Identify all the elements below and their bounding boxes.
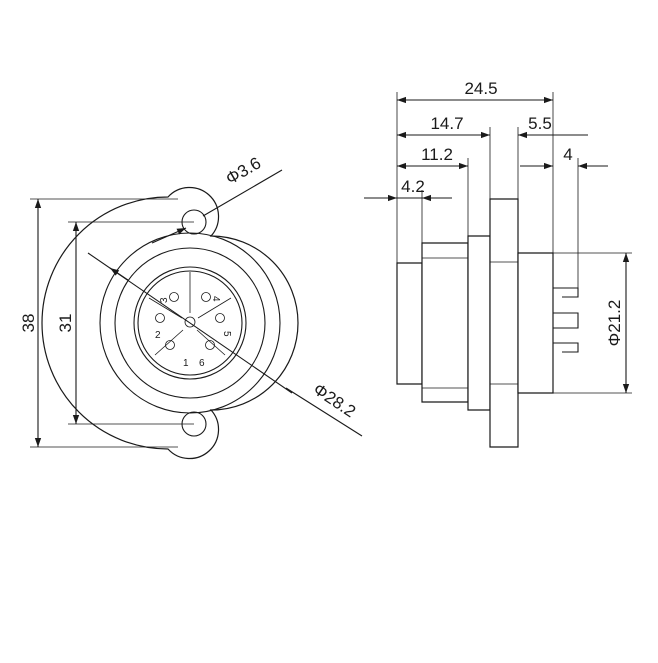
side-rear-body xyxy=(517,252,554,394)
dim-24-5-label: 24.5 xyxy=(464,79,497,98)
pin-label-6: 6 xyxy=(199,358,205,369)
dim-5-5: 5.5 xyxy=(466,114,588,139)
dim-14-7-label: 14.7 xyxy=(430,114,463,133)
side-extension-lines xyxy=(396,92,632,394)
pin-label-2: 2 xyxy=(155,330,161,341)
front-view: 1 2 3 4 5 6 38 31 Φ3.6 xyxy=(19,153,363,460)
dim-11-2: 11.2 xyxy=(397,145,468,170)
side-flange-step xyxy=(467,235,491,411)
dim-5-5-label: 5.5 xyxy=(528,114,552,133)
dim-rear-diameter: Φ21.2 xyxy=(605,253,630,393)
dim-4-label: 4 xyxy=(563,145,572,164)
center-pin xyxy=(184,316,196,328)
dim-24-5: 24.5 xyxy=(397,79,553,104)
side-view: 24.5 14.7 5.5 11.2 4 4.2 xyxy=(364,79,632,448)
pin-label-5: 5 xyxy=(221,331,232,337)
dim-38: 38 xyxy=(19,198,178,448)
dim-31: 31 xyxy=(56,221,194,425)
dim-4: 4 xyxy=(520,145,608,170)
dim-14-7: 14.7 xyxy=(397,114,490,139)
side-front-body xyxy=(396,262,423,385)
body-ring xyxy=(114,247,266,399)
pin-contacts xyxy=(155,292,225,350)
dim-11-2-label: 11.2 xyxy=(421,145,453,164)
body-outer-ring xyxy=(99,232,281,414)
dim-body-diameter-label: Φ28.2 xyxy=(310,380,359,422)
dim-4-2-label: 4.2 xyxy=(401,177,425,196)
dim-31-label: 31 xyxy=(56,314,75,333)
front-flange xyxy=(41,186,299,460)
pin-label-4: 4 xyxy=(210,296,221,302)
pin-label-1: 1 xyxy=(183,358,189,369)
insert-ring xyxy=(133,266,247,380)
insert-webs xyxy=(148,272,232,356)
dim-hole-diameter-label: Φ3.6 xyxy=(223,153,265,188)
dim-rear-diameter-label: Φ21.2 xyxy=(605,300,624,347)
solder-pins xyxy=(553,287,579,353)
insert-face xyxy=(137,270,243,376)
pin-label-3: 3 xyxy=(159,297,170,303)
dim-4-2: 4.2 xyxy=(364,177,452,202)
side-flange xyxy=(489,198,519,448)
dim-38-label: 38 xyxy=(19,314,38,333)
side-housing xyxy=(421,242,469,403)
